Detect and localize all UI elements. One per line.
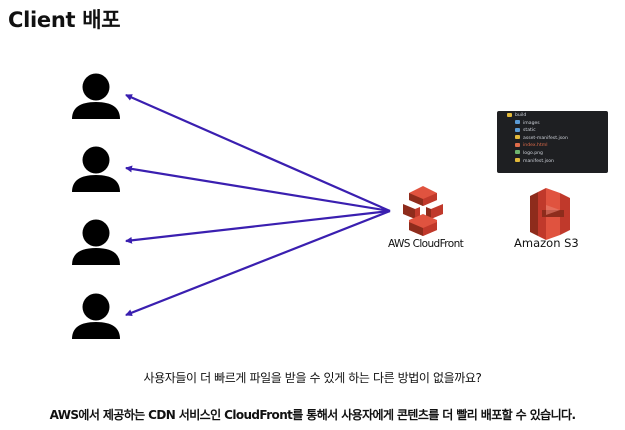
file-icon	[515, 142, 520, 147]
user-icon	[72, 293, 120, 339]
file-icon	[515, 135, 520, 140]
tree-item-label: images	[523, 120, 540, 126]
user-icon	[72, 146, 120, 192]
cloudfront-label: AWS CloudFront	[388, 238, 464, 250]
user-icon	[72, 73, 120, 119]
distribution-arrow	[125, 209, 391, 244]
tree-item-label: asset-manifest.json	[523, 135, 568, 141]
s3-label: Amazon S3	[514, 236, 579, 250]
tree-item-label: index.html	[523, 143, 548, 149]
folder-icon	[507, 112, 512, 117]
tree-item[interactable]: index.html	[497, 142, 608, 150]
question-caption: 사용자들이 더 빠르게 파일을 받을 수 있게 하는 다른 방법이 없을까요?	[143, 371, 482, 385]
tree-item-label: logo.png	[523, 150, 543, 156]
folder-icon	[515, 127, 520, 132]
distribution-arrow	[125, 165, 391, 213]
page-title: Client 배포	[8, 8, 121, 32]
tree-item[interactable]: build	[497, 112, 608, 120]
tree-item[interactable]: asset-manifest.json	[497, 135, 608, 143]
file-icon	[515, 158, 520, 163]
tree-item[interactable]: logo.png	[497, 150, 608, 158]
distribution-arrow	[125, 93, 391, 213]
tree-item[interactable]: manifest.json	[497, 158, 608, 166]
tree-item-label: static	[523, 128, 536, 134]
amazon-s3-icon	[530, 188, 570, 240]
user-icon	[72, 219, 120, 265]
tree-item-label: build	[515, 113, 527, 118]
distribution-arrow	[125, 209, 391, 317]
file-icon	[515, 150, 520, 155]
aws-cloudfront-icon	[403, 186, 443, 236]
folder-icon	[515, 120, 520, 125]
answer-caption: AWS에서 제공하는 CDN 서비스인 CloudFront를 통해서 사용자에…	[49, 408, 576, 422]
tree-item-label: manifest.json	[523, 158, 554, 164]
tree-item[interactable]: images	[497, 120, 608, 128]
tree-item[interactable]: static	[497, 127, 608, 135]
